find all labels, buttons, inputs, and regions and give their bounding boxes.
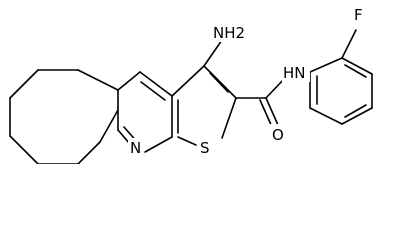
atom-label-pyridine-nitrogen: N — [128, 138, 144, 158]
svg-text:NH2: NH2 — [213, 24, 245, 42]
pyridine-ring — [117, 71, 179, 153]
atom-label-fluorine: F — [352, 4, 366, 24]
atom-label-carbonyl-oxygen: O — [270, 124, 286, 144]
amino-bond — [203, 39, 223, 67]
svg-text:HN: HN — [283, 64, 306, 82]
fluorophenyl-ring — [309, 29, 373, 125]
carboxamide-group — [235, 77, 286, 128]
atom-label-thiophene-sulfur: S — [198, 138, 214, 158]
svg-text:N: N — [130, 139, 141, 157]
atom-label-amide-nh: HN — [282, 64, 310, 82]
atom-label-amino: NH2 — [212, 22, 246, 42]
structure-canvas: NH2 HN F O S N — [9, 4, 373, 164]
svg-text:S: S — [200, 139, 210, 157]
chemical-structure-diagram: NH2 HN F O S N — [9, 4, 373, 164]
cyclooctane-ring — [9, 69, 119, 164]
thiophene-ring — [171, 65, 237, 146]
svg-text:O: O — [272, 126, 284, 144]
svg-text:F: F — [354, 6, 363, 24]
